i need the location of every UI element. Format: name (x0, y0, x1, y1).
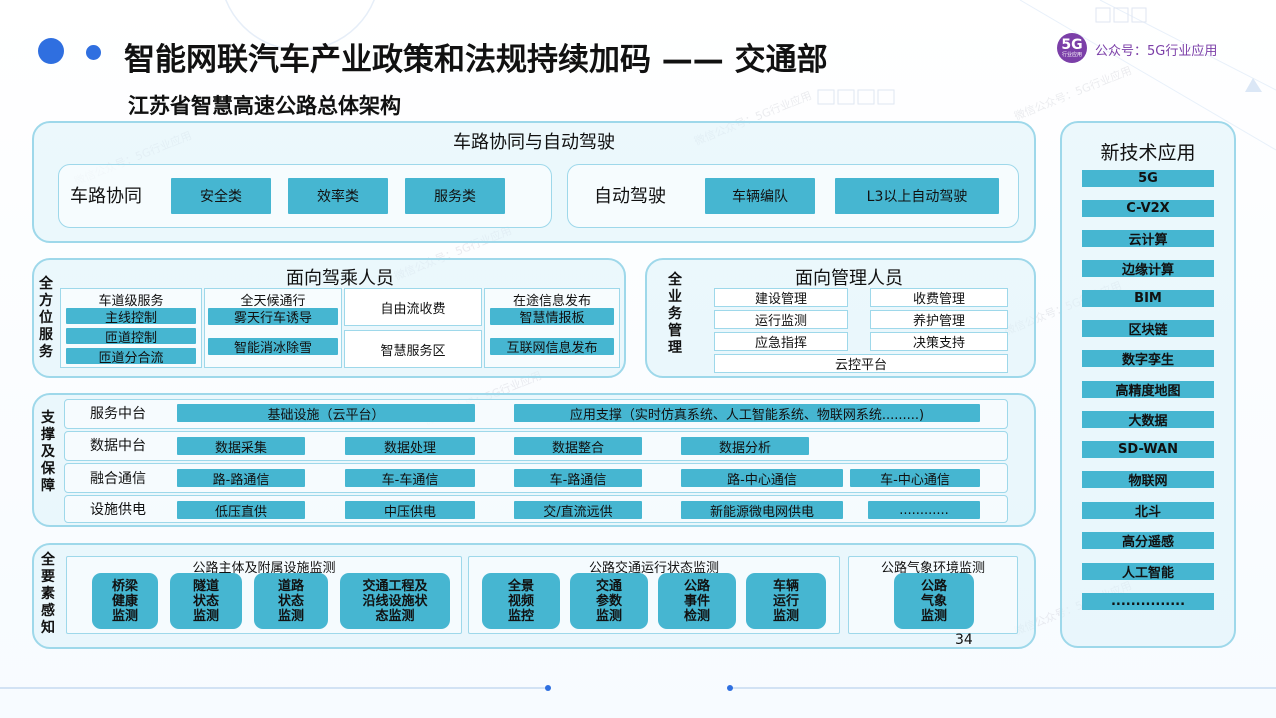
sensing-item: 车辆 运行 监测 (746, 573, 826, 629)
support-row-item: 数据采集 (177, 437, 305, 456)
sensing-side-label: 全要素感知 (41, 552, 55, 636)
tech-item: 边缘计算 (1082, 260, 1214, 278)
driver-col1-item: 匝道控制 (66, 328, 196, 346)
support-row-item: 车-车通信 (345, 469, 475, 488)
manager-left-item: 建设管理 (714, 288, 848, 307)
sensing-item: 隧道 状态 监测 (170, 573, 242, 629)
support-row-item: 应用支撑（实时仿真系统、人工智能系统、物联网系统.........) (514, 404, 980, 423)
driver-col1-head: 车道级服务 (98, 294, 164, 309)
title-dot-large (38, 38, 64, 64)
tech-item: 人工智能 (1082, 563, 1214, 581)
page-subtitle: 江苏省智慧高速公路总体架构 (128, 94, 401, 118)
sensing-item: 道路 状态 监测 (254, 573, 328, 629)
driver-col2-head: 全天候通行 (240, 294, 306, 309)
manager-left-item: 运行监测 (714, 310, 848, 329)
support-row-label: 设施供电 (90, 502, 146, 518)
support-row-item: 中压供电 (345, 501, 475, 520)
support-row-item: 交/直流远供 (514, 501, 642, 520)
coop-label: 车路协同 (70, 186, 142, 207)
sensing-item: 交通工程及 沿线设施状 态监测 (340, 573, 450, 629)
manager-right-item: 决策支持 (870, 332, 1008, 351)
auto-label: 自动驾驶 (594, 186, 666, 207)
support-row-label: 融合通信 (90, 471, 146, 487)
support-row-item: 车-中心通信 (850, 469, 980, 488)
tech-item: BIM (1082, 290, 1214, 307)
tech-title: 新技术应用 (1100, 142, 1196, 164)
manager-right-item: 养护管理 (870, 310, 1008, 329)
driver-col3-item: 自由流收费 (344, 288, 482, 326)
support-row-item: 数据分析 (681, 437, 809, 456)
tech-item: 物联网 (1082, 471, 1214, 489)
title-dot-small (86, 45, 101, 60)
tech-item: 区块链 (1082, 320, 1214, 338)
logo-sub: 行业应用 (1061, 52, 1082, 58)
account-label: 公众号：5G行业应用 (1095, 44, 1218, 59)
driver-col2-item: 雾天行车诱导 (208, 308, 338, 326)
driver-col1-item: 主线控制 (66, 308, 196, 326)
tech-item: 数字孪生 (1082, 350, 1214, 368)
support-row-item: 低压直供 (177, 501, 305, 520)
driver-col4-item: 智慧情报板 (490, 308, 614, 326)
logo-text: 5G (1061, 37, 1083, 53)
support-row-label: 数据中台 (90, 438, 146, 454)
support-row-item: 路-路通信 (177, 469, 305, 488)
manager-right-item: 收费管理 (870, 288, 1008, 307)
sensing-item: 桥梁 健康 监测 (92, 573, 158, 629)
driver-col4-item: 互联网信息发布 (490, 338, 614, 356)
support-row-item: 数据处理 (345, 437, 475, 456)
manager-left-item: 应急指挥 (714, 332, 848, 351)
support-row-item: ............ (868, 501, 980, 519)
tech-item: 北斗 (1082, 502, 1214, 520)
page-title: 智能网联汽车产业政策和法规持续加码 —— 交通部 (124, 42, 828, 78)
coop-item: 效率类 (288, 178, 388, 214)
tech-item: 大数据 (1082, 411, 1214, 429)
tech-item: 云计算 (1082, 230, 1214, 248)
driver-col2-item: 智能消冰除雪 (208, 338, 338, 356)
sensing-item: 公路 事件 检测 (658, 573, 736, 629)
sensing-item: 交通 参数 监测 (570, 573, 648, 629)
tech-item: C-V2X (1082, 200, 1214, 217)
support-row-item: 路-中心通信 (681, 469, 843, 488)
support-side-label: 支撑及保障 (41, 410, 55, 494)
manager-title: 面向管理人员 (795, 268, 903, 289)
driver-col3-item: 智慧服务区 (344, 330, 482, 368)
auto-item: 车辆编队 (705, 178, 815, 214)
support-row-item: 数据整合 (514, 437, 642, 456)
driver-col1-item: 匝道分合流 (66, 348, 196, 366)
tech-item: 5G (1082, 170, 1214, 187)
tech-item: 高精度地图 (1082, 381, 1214, 399)
support-row-label: 服务中台 (90, 406, 146, 422)
sensing-item: 公路 气象 监测 (894, 573, 974, 629)
coop-item: 服务类 (405, 178, 505, 214)
auto-item: L3以上自动驾驶 (835, 178, 999, 214)
manager-side-label: 全业务管理 (668, 272, 682, 356)
driver-title: 面向驾乘人员 (286, 268, 394, 289)
sensing-item: 全景 视频 监控 (482, 573, 560, 629)
manager-bottom: 云控平台 (714, 354, 1008, 373)
panel-vehicle-road-title: 车路协同与自动驾驶 (453, 132, 615, 153)
coop-item: 安全类 (171, 178, 271, 214)
tech-item: 高分遥感 (1082, 532, 1214, 550)
support-row-item: 新能源微电网供电 (681, 501, 843, 520)
tech-item: ............... (1082, 593, 1214, 610)
sensing-group2-title: 公路交通运行状态监测 (588, 561, 719, 576)
page-number: 34 (955, 632, 973, 648)
sensing-group1-title: 公路主体及附属设施监测 (192, 561, 336, 576)
driver-col4-head: 在途信息发布 (512, 294, 591, 309)
sensing-group3-title: 公路气象环境监测 (880, 561, 985, 576)
support-row-item: 车-路通信 (514, 469, 642, 488)
logo-icon: 5G 行业应用 (1057, 33, 1087, 63)
driver-side-label: 全方位服务 (39, 276, 53, 360)
support-row-item: 基础设施（云平台） (177, 404, 475, 423)
tech-item: SD-WAN (1082, 441, 1214, 458)
